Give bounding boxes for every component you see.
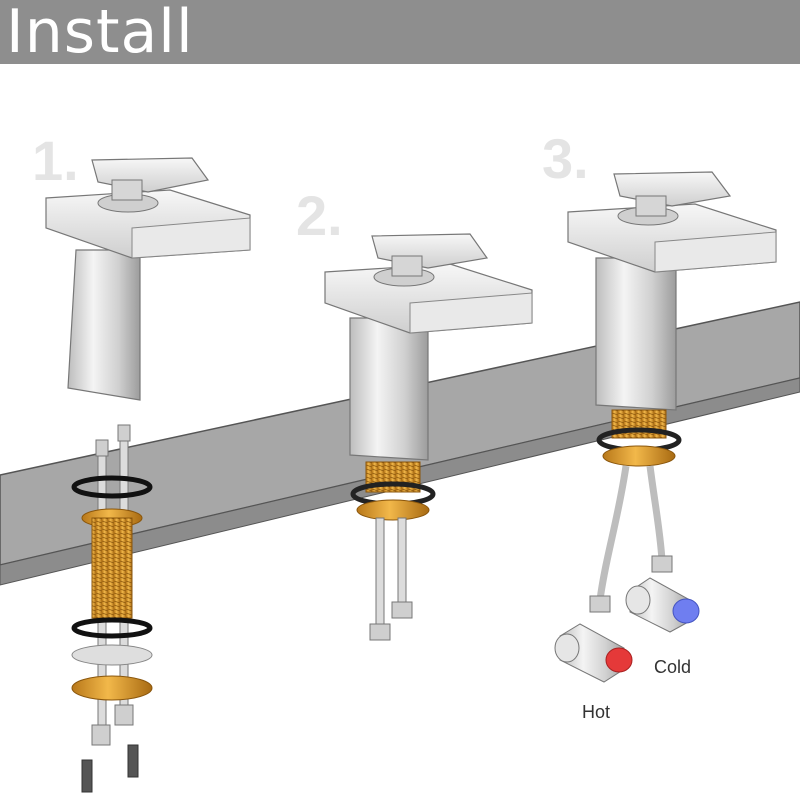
faucet-1 [45,157,251,401]
step-1-label: 1. [32,129,79,192]
step-3-label: 3. [542,127,589,190]
cold-valve [625,577,700,633]
faucet-2 [324,233,533,641]
page-title: Install [6,0,194,67]
cold-valve-cap [672,598,700,624]
header-bar: Install [0,0,800,67]
exploded-mounting-kit [71,424,153,793]
hot-valve [554,623,633,683]
hot-label: Hot [582,702,610,722]
faucet-3 [567,171,777,613]
hot-valve-cap [605,647,633,673]
cold-label: Cold [654,657,691,677]
step-2-label: 2. [296,184,343,247]
